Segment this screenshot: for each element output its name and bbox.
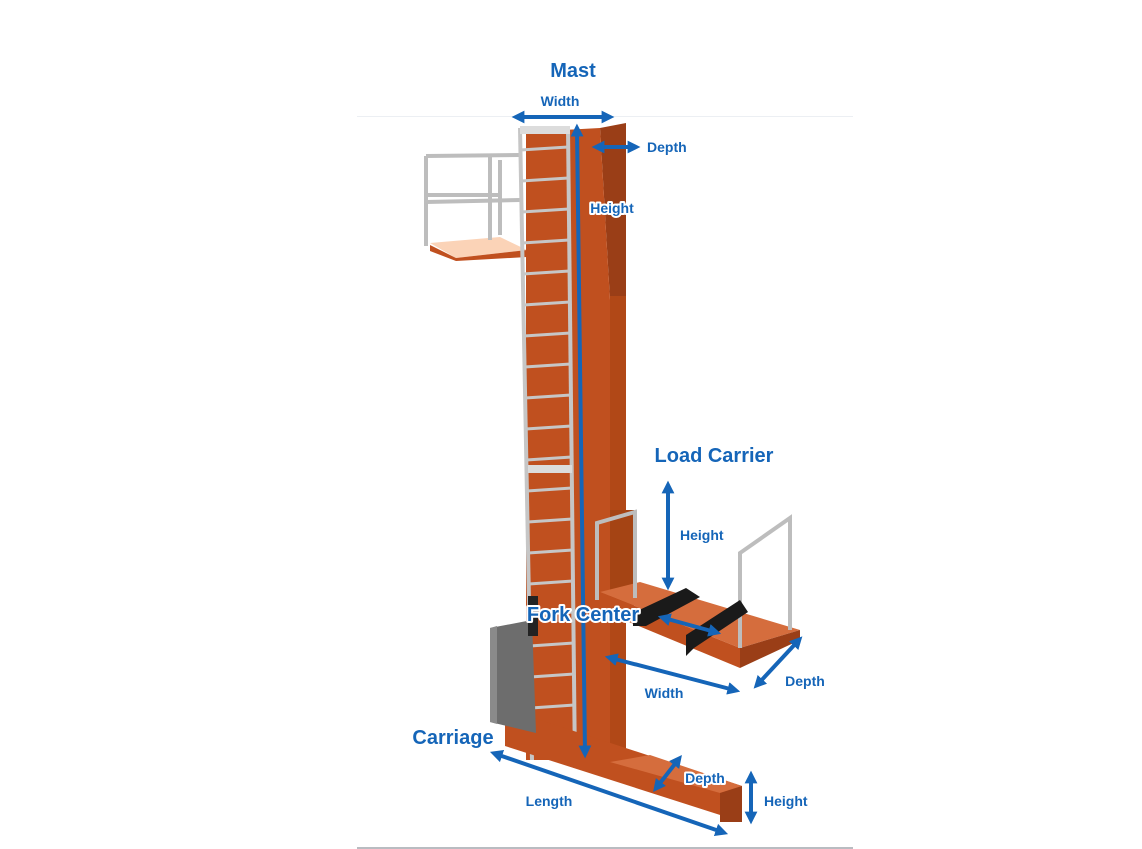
carriage-length-arrow (489, 750, 729, 836)
ladder-rung (520, 176, 569, 183)
carrier-height-label: Height (680, 527, 724, 543)
carriage-depth-arrow (653, 754, 682, 793)
frame-bottom-line (357, 847, 853, 849)
top-platform-railing (424, 153, 521, 246)
mast-depth-label: Depth (647, 139, 687, 155)
ladder-rung (530, 672, 575, 679)
top-platform (424, 153, 527, 261)
ladder-rung (523, 300, 571, 307)
carriage-title: Carriage (412, 727, 493, 749)
fork-center-arrow (657, 613, 722, 637)
ladder-rung (527, 517, 573, 524)
ladder-rung (523, 331, 571, 338)
ladder-rung (524, 362, 571, 369)
ladder-rung (522, 238, 570, 245)
ladder-rung (525, 424, 572, 431)
ladder-rung (525, 393, 572, 400)
ladder-rung (522, 269, 570, 276)
mast-title: Mast (550, 60, 596, 82)
ladder-rung (529, 641, 574, 648)
ladder-rung (526, 455, 572, 462)
ladder-rung (520, 145, 569, 152)
ladder-rung (528, 579, 574, 586)
electrical-cabinet (490, 596, 538, 733)
ladder-rung (521, 207, 570, 214)
load-carrier-title: Load Carrier (655, 445, 774, 467)
ladder-rung (527, 548, 573, 555)
carrier-depth-label: Depth (785, 673, 825, 689)
mast-height-label: Height (590, 200, 634, 216)
carriage-length-label: Length (526, 793, 573, 809)
carrier-depth-arrow (753, 636, 803, 689)
mast-height-arrow (570, 123, 592, 759)
ladder-rung (526, 486, 573, 493)
ladder-rung (530, 703, 575, 710)
carrier-width-label: Width (645, 685, 684, 701)
mast-width-label: Width (541, 93, 580, 109)
carriage-depth-label: Depth (685, 770, 725, 786)
fork-center-title: Fork Center (527, 604, 639, 626)
dimension-arrows (489, 110, 803, 836)
carrier-width-arrow (604, 653, 741, 695)
carriage-height-label: Height (764, 793, 808, 809)
